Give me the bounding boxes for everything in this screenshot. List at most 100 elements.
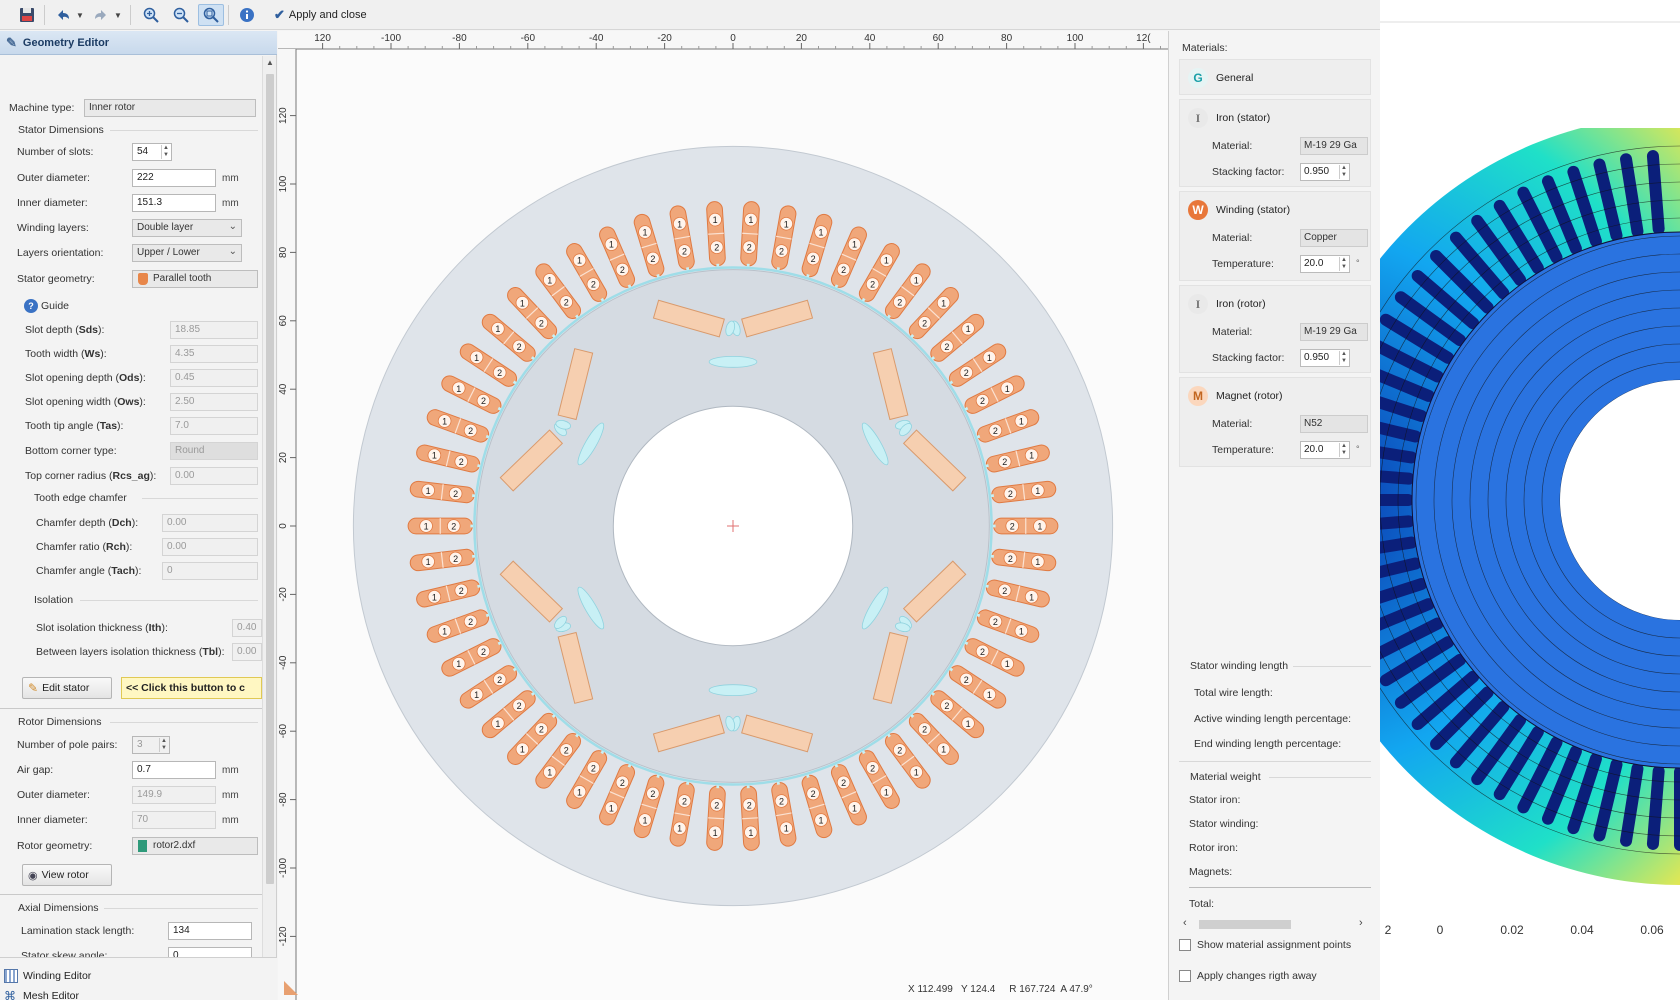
slot-number-bubble xyxy=(988,423,1003,438)
editor-tabs: Winding Editor ⌘ Mesh Editor xyxy=(0,957,277,1003)
air-gap-input[interactable]: 0.7 xyxy=(132,761,216,779)
machine-type-select[interactable]: Inner rotor xyxy=(84,99,256,117)
rotor-geometry-select[interactable]: rotor2.dxf xyxy=(132,837,258,855)
top-corner-input[interactable]: 0.00 xyxy=(170,467,258,485)
materials-hscrollbar[interactable]: ‹ › xyxy=(1179,917,1371,931)
layers-orientation-select[interactable]: Upper / Lower⌄ xyxy=(132,244,242,262)
chamfer-angle-input[interactable]: 0 xyxy=(162,562,258,580)
checkbox-box[interactable] xyxy=(1179,970,1191,982)
scroll-left-icon[interactable]: ‹ xyxy=(1183,917,1187,929)
scroll-right-icon[interactable]: › xyxy=(1359,917,1363,929)
rotor-inner-diameter-input[interactable]: 70 xyxy=(132,811,216,829)
magnet-temperature-spinner[interactable]: 20.0▲▼ xyxy=(1300,441,1350,459)
winding-editor-tab[interactable]: Winding Editor xyxy=(4,966,91,986)
zoom-in-button[interactable] xyxy=(138,4,164,26)
layer-separator xyxy=(809,803,825,810)
slot-opening-depth-input[interactable]: 0.45 xyxy=(170,369,258,387)
redo-dropdown[interactable]: ▼ xyxy=(112,4,124,26)
show-assignment-points-checkbox[interactable]: Show material assignment points xyxy=(1179,939,1351,951)
spinner-arrows-icon[interactable]: ▲▼ xyxy=(1339,257,1348,271)
slot-number-bubble xyxy=(512,339,526,354)
scrollbar-thumb[interactable] xyxy=(266,74,274,884)
stator-outer-diameter-input[interactable]: 222 xyxy=(132,169,216,187)
edit-stator-button[interactable]: ✎ Edit stator xyxy=(22,677,112,699)
stack-length-input[interactable]: 134 xyxy=(168,922,252,940)
stator-geometry-select[interactable]: Parallel tooth xyxy=(132,270,258,288)
chamfer-ratio-input[interactable]: 0.00 xyxy=(162,538,258,556)
scrollbar-thumb[interactable] xyxy=(1199,920,1291,929)
rotor-geometry-value: rotor2.dxf xyxy=(153,840,196,851)
mesh-editor-tab[interactable]: ⌘ Mesh Editor xyxy=(4,986,79,1006)
slot-number-label: 2 xyxy=(517,342,522,352)
bottom-corner-select[interactable]: Round xyxy=(170,442,258,460)
slot-number-label: 2 xyxy=(980,647,985,657)
spinner-arrows-icon[interactable]: ▲▼ xyxy=(1339,351,1348,365)
undo-button[interactable] xyxy=(50,4,76,26)
checkbox-box[interactable] xyxy=(1179,939,1191,951)
redo-icon xyxy=(95,10,106,20)
save-button[interactable] xyxy=(14,4,40,26)
spinner-arrows-icon[interactable]: ▲▼ xyxy=(161,145,170,159)
material-general-card[interactable]: G General xyxy=(1179,59,1371,95)
zoom-fit-button[interactable] xyxy=(198,4,224,26)
iron-rotor-label: Iron (rotor) xyxy=(1216,298,1266,310)
stator-slot: 21 xyxy=(669,780,695,847)
winding-material-select[interactable]: Copper xyxy=(1300,229,1368,247)
tooth-tip-angle-input[interactable]: 7.0 xyxy=(170,417,258,435)
stator-slot: 21 xyxy=(963,638,1025,677)
zoom-out-button[interactable] xyxy=(168,4,194,26)
material-magnet-rotor-card[interactable]: M Magnet (rotor) Material: N52 Temperatu… xyxy=(1179,377,1371,467)
axial-dimensions-group: Axial Dimensions xyxy=(18,902,99,914)
material-iron-stator-card[interactable]: I Iron (stator) Material: M-19 29 Ga Sta… xyxy=(1179,99,1371,187)
stator-slot: 21 xyxy=(426,609,491,643)
stator-inner-diameter-input[interactable]: 151.3 xyxy=(132,194,216,212)
iron-rotor-material-select[interactable]: M-19 29 Ga xyxy=(1300,323,1368,341)
layer-separator xyxy=(990,650,999,665)
temperature-label: Temperature: xyxy=(1212,444,1274,456)
scroll-up-icon[interactable]: ▲ xyxy=(266,58,274,67)
between-layers-input[interactable]: 0.00 xyxy=(232,643,262,661)
iron-stator-stacking-spinner[interactable]: 0.950▲▼ xyxy=(1300,163,1350,181)
apply-changes-checkbox[interactable]: Apply changes rigth away xyxy=(1179,970,1317,982)
layer-separator xyxy=(641,803,657,810)
slot-number-bubble xyxy=(446,519,461,533)
magnet-material-select[interactable]: N52 xyxy=(1300,415,1368,433)
stack-length-row: Lamination stack length: 134 xyxy=(0,921,262,941)
guide-label[interactable]: Guide xyxy=(41,300,70,312)
winding-temperature-spinner[interactable]: 20.0▲▼ xyxy=(1300,255,1350,273)
spinner-arrows-icon[interactable]: ▲▼ xyxy=(1339,443,1348,457)
undo-dropdown[interactable]: ▼ xyxy=(74,4,86,26)
slot-depth-input[interactable]: 18.85 xyxy=(170,321,258,339)
slot-number-label: 1 xyxy=(520,298,525,308)
apply-and-close-button[interactable]: ✔ Apply and close xyxy=(274,6,367,24)
slot-number-label: 2 xyxy=(620,265,625,275)
pole-pairs-spinner[interactable]: 3▲▼ xyxy=(132,736,170,754)
dxf-file-icon xyxy=(138,840,147,852)
material-iron-rotor-card[interactable]: I Iron (rotor) Material: M-19 29 Ga Stac… xyxy=(1179,285,1371,373)
winding-layers-select[interactable]: Double layer⌄ xyxy=(132,219,242,237)
slot-number-label: 1 xyxy=(642,816,647,826)
tooth-width-input[interactable]: 4.35 xyxy=(170,345,258,363)
slot-number-label: 1 xyxy=(884,256,889,266)
number-of-slots-spinner[interactable]: 54▲▼ xyxy=(132,143,172,161)
stator-slot: 21 xyxy=(771,205,797,272)
vertical-scrollbar[interactable]: ▲ ▼ xyxy=(262,56,276,974)
spinner-arrows-icon[interactable]: ▲▼ xyxy=(1339,165,1348,179)
view-rotor-button[interactable]: ◉ View rotor xyxy=(22,864,112,886)
slot-opening-width-input[interactable]: 2.50 xyxy=(170,393,258,411)
magnet-block xyxy=(741,299,814,338)
stacking-factor-label: Stacking factor: xyxy=(1212,166,1285,178)
slot-number-bubble xyxy=(779,821,794,836)
chamfer-depth-input[interactable]: 0.00 xyxy=(162,514,258,532)
guide-icon[interactable]: ? xyxy=(24,299,38,313)
rotor-outer-diameter-input[interactable]: 149.9 xyxy=(132,786,216,804)
redo-button[interactable] xyxy=(88,4,114,26)
iron-rotor-stacking-spinner[interactable]: 0.950▲▼ xyxy=(1300,349,1350,367)
slot-isolation-input[interactable]: 0.40 xyxy=(232,619,262,637)
spinner-arrows-icon[interactable]: ▲▼ xyxy=(159,738,168,752)
info-button[interactable] xyxy=(234,4,260,26)
material-winding-stator-card[interactable]: W Winding (stator) Material: Copper Temp… xyxy=(1179,191,1371,281)
iron-stator-material-select[interactable]: M-19 29 Ga xyxy=(1300,137,1368,155)
